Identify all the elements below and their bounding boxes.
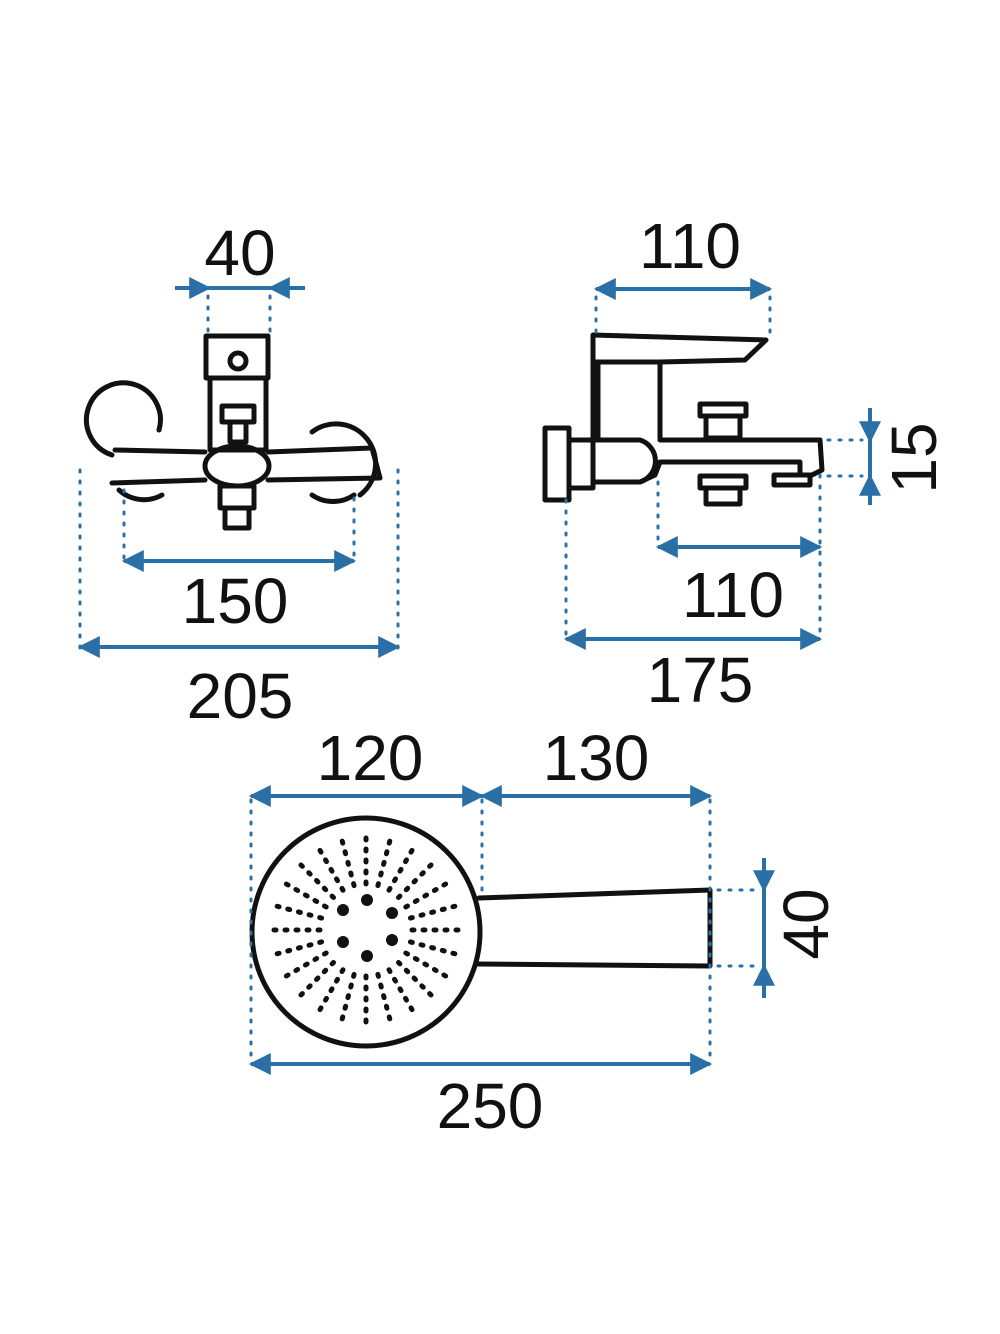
overall-depth-label: 175	[647, 644, 754, 716]
nozzle-row	[338, 834, 357, 889]
nozzle-row	[403, 879, 452, 910]
front-view-faucet-outline	[83, 333, 383, 531]
nozzle-row	[270, 902, 325, 921]
nozzle-row	[280, 950, 329, 981]
overall-length-dimension: 250	[248, 1053, 713, 1142]
outlet-height-label: 15	[878, 422, 950, 493]
nozzle-row	[375, 971, 394, 1026]
shower-head-center-jets	[337, 894, 398, 962]
nozzle-row	[407, 939, 462, 958]
handle-depth-label: 110	[639, 210, 741, 282]
nozzle-row	[375, 834, 394, 889]
nozzle-row	[403, 950, 452, 981]
nozzle-row	[270, 939, 325, 958]
handle-width-label: 40	[770, 888, 842, 959]
head-diameter-label: 120	[317, 722, 424, 794]
nozzle-row	[295, 859, 336, 900]
overall-length-label: 250	[437, 1070, 544, 1142]
handle-length-label: 130	[543, 722, 650, 794]
outlet-height-dimension: 15	[859, 408, 950, 505]
outer-span-label: 205	[187, 660, 294, 732]
nozzle-row	[280, 879, 329, 910]
front-view: 40 150 205	[77, 217, 401, 732]
shower-head-nozzles	[267, 831, 465, 1029]
nozzle-row	[386, 967, 417, 1016]
inner-span-dimension: 150	[121, 550, 357, 637]
handle-width-dimension: 40	[753, 858, 842, 998]
nozzle-row	[396, 859, 437, 900]
shower-head-guides	[249, 798, 762, 1064]
nozzle-row	[338, 971, 357, 1026]
spout-width-dimension: 40	[175, 217, 305, 299]
inner-span-label: 150	[182, 565, 289, 637]
side-view: 110 110 175 15	[542, 210, 950, 716]
handle-length-dimension: 130	[479, 722, 713, 807]
spout-length-dimension: 110	[655, 536, 823, 631]
nozzle-row	[295, 960, 336, 1001]
overall-depth-dimension: 175	[563, 628, 823, 716]
front-view-guides	[78, 294, 400, 650]
outer-span-dimension: 205	[77, 636, 401, 732]
nozzle-row	[386, 844, 417, 893]
nozzle-row	[315, 967, 346, 1016]
side-view-faucet-outline	[542, 332, 825, 507]
head-diameter-dimension: 120	[248, 722, 485, 807]
spout-width-label: 40	[204, 217, 275, 289]
handle-depth-dimension: 110	[593, 210, 773, 300]
nozzle-row	[396, 960, 437, 1001]
spout-length-label: 110	[682, 559, 784, 631]
nozzle-row	[407, 902, 462, 921]
shower-head-view: 120 130 250 40	[248, 722, 842, 1142]
nozzle-row	[315, 844, 346, 893]
